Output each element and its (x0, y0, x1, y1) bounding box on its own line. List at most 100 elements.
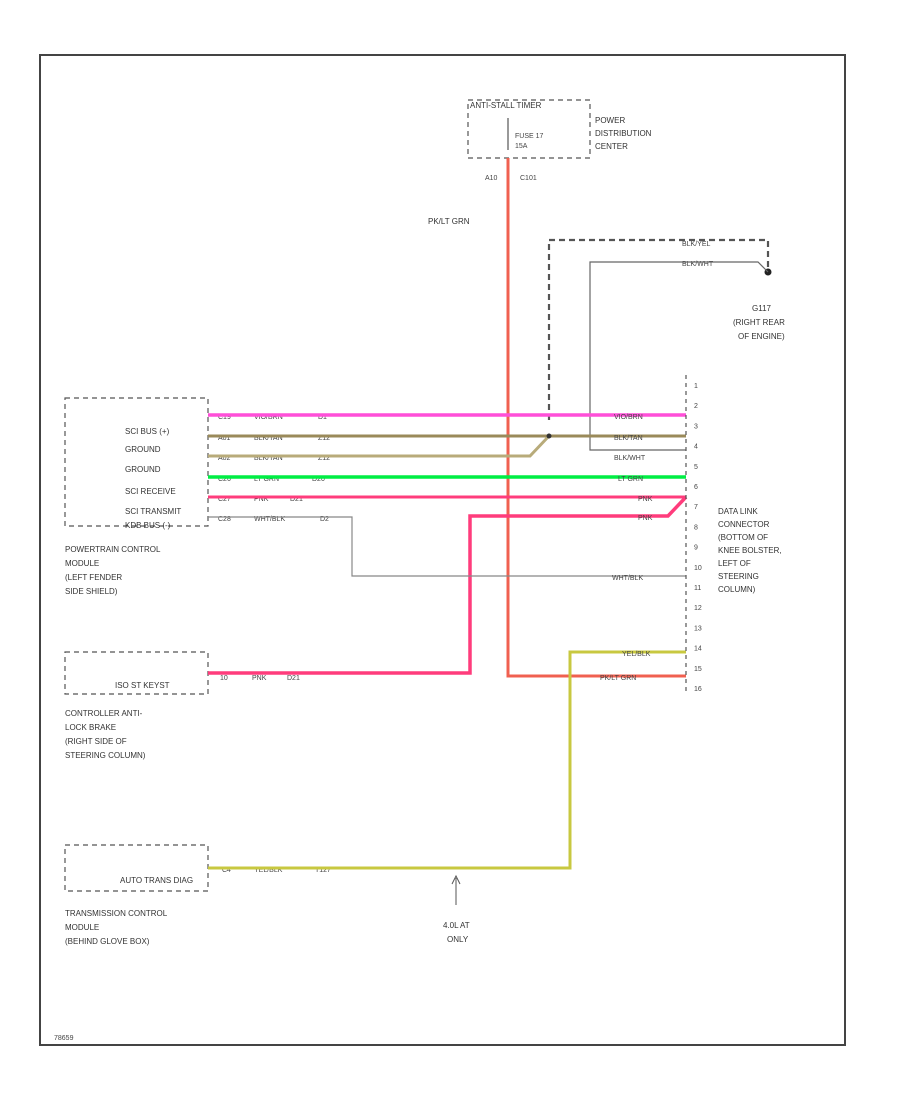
pcm-pin-label: GROUND (125, 445, 161, 454)
dlc-pin-1: 1 (694, 383, 698, 390)
dlc-wire-label: WHT/BLK (612, 575, 643, 582)
wire-wht-blk (208, 516, 686, 577)
ground-shield-dashed-wire (547, 238, 770, 420)
pcm-wire-color: LT GRN (254, 476, 279, 483)
pcm-wire-color: WHT/BLK (254, 516, 285, 523)
dlc-wire-label: LT GRN (618, 476, 643, 483)
pcm-pin-label: SCI BUS (+) (125, 427, 170, 436)
dlc-pin-6: 6 (694, 484, 698, 491)
dlc-pin-5: 5 (694, 464, 698, 471)
wire-yel-blk (208, 650, 686, 870)
pcm-pin-label: KDB BUS (-) (125, 521, 171, 530)
pcm-wire-circuit: Z12 (318, 455, 330, 462)
dlc-pin-4: 4 (694, 444, 698, 451)
dlc-pin-11: 11 (694, 585, 701, 592)
dlc-desc-line-7: COLUMN) (718, 585, 756, 594)
dlc-wire-labels: VIO/BRN BLK/TAN BLK/WHT LT GRN PNK PNK W… (600, 414, 653, 682)
abs-wire-pin: 10 (220, 675, 228, 682)
dlc-desc-line-4: KNEE BOLSTER, (718, 546, 782, 555)
pcm-wire-color: VIO/BRN (254, 414, 283, 421)
pcm-wire-pin: C28 (218, 516, 231, 523)
abs-pin-label: ISO ST KEYST (115, 681, 170, 690)
wire-blk-tan-2 (208, 434, 551, 458)
pcm-wire-circuit: D21 (290, 496, 303, 503)
dlc-desc-line-2: CONNECTOR (718, 520, 770, 529)
power-wire-label: PK/LT GRN (428, 217, 470, 226)
pcm-wire-pin: A01 (218, 435, 231, 442)
abs-desc-line-4: STEERING COLUMN) (65, 751, 146, 760)
ground-splice-dot (546, 433, 552, 439)
dlc-pin-16: 16 (694, 686, 702, 693)
dlc-pin-10: 10 (694, 565, 702, 572)
dlc-pin-14: 14 (694, 646, 702, 653)
dlc-wire-label: VIO/BRN (614, 414, 643, 421)
pcm-wire-circuit: D1 (318, 414, 327, 421)
note-line-1: 4.0L AT (443, 921, 470, 930)
tcm-desc-line-1: TRANSMISSION CONTROL (65, 909, 168, 918)
pcm-desc-line-3: (LEFT FENDER (65, 573, 122, 582)
abs-desc-line-1: CONTROLLER ANTI- (65, 709, 143, 718)
dlc-pin-15: 15 (694, 666, 702, 673)
abs-desc-line-2: LOCK BRAKE (65, 723, 116, 732)
dlc-pin-8: 8 (694, 524, 698, 531)
dlc-pin-3: 3 (694, 423, 698, 430)
pcm-wire-color: PNK (254, 496, 269, 503)
pcm-desc-line-1: POWERTRAIN CONTROL (65, 545, 161, 554)
pcm-pin-label: SCI RECEIVE (125, 487, 176, 496)
pcm-pin-label: GROUND (125, 465, 161, 474)
tcm-wire-color: YEL/BLK (254, 867, 283, 874)
pcm-desc-line-2: MODULE (65, 559, 99, 568)
pcm-wire-circuit: D20 (312, 476, 325, 483)
pcm-wire-pin: C19 (218, 414, 231, 421)
note-arrow-head (451, 874, 461, 885)
dlc-wire-label: BLK/WHT (614, 455, 646, 462)
dlc-pin-2: 2 (694, 403, 698, 410)
ground-id: G117 (752, 304, 772, 313)
abs-wire-circuit: D21 (287, 675, 300, 682)
pcm-wire-circuit: D2 (320, 516, 329, 523)
ground-wire-label: BLK/WHT (682, 261, 714, 268)
fuse-terminal-a: A10 (485, 175, 498, 182)
fuse-label: FUSE 17 (515, 133, 544, 140)
tcm-wire-pin: C4 (222, 867, 231, 874)
dlc-wire-label: PK/LT GRN (600, 675, 636, 682)
tcm-pin-label: AUTO TRANS DIAG (120, 876, 193, 885)
pcm-desc-line-4: SIDE SHIELD) (65, 587, 118, 596)
pcm-wire-pin: A02 (218, 455, 231, 462)
dlc-wire-label: YEL/BLK (622, 651, 651, 658)
pcm-pin-label: SCI TRANSMIT (125, 507, 181, 516)
pcm-wire-labels: C19 VIO/BRN D1 A01 BLK/TAN Z12 A02 BLK/T… (218, 414, 330, 523)
wire-pnk-abs (208, 495, 688, 675)
pcm-wire-pin: C27 (218, 496, 231, 503)
dlc-wire-label: PNK (638, 496, 653, 503)
pcm-wire-circuit: Z12 (318, 435, 330, 442)
figure-id: 78659 (54, 1035, 74, 1042)
dlc-desc-line-5: LEFT OF (718, 559, 751, 568)
pcm-wire-pin: C26 (218, 476, 231, 483)
fuse-box-label: ANTI-STALL TIMER (470, 101, 542, 110)
pcm-wire-color: BLK/TAN (254, 435, 283, 442)
abs-wire-color: PNK (252, 675, 267, 682)
pcm-box (64, 397, 209, 527)
tcm-desc-line-2: MODULE (65, 923, 99, 932)
ground-desc-line-2: OF ENGINE) (738, 332, 785, 341)
pdc-desc-line-2: DISTRIBUTION (595, 129, 652, 138)
dlc-pin-13: 13 (694, 625, 702, 632)
tcm-wire-circuit: T127 (315, 867, 331, 874)
pdc-desc-line-1: POWER (595, 116, 625, 125)
diagram-frame (39, 54, 846, 1046)
dlc-desc-line-6: STEERING (718, 572, 759, 581)
wire-blk-wht (589, 261, 769, 451)
dlc-wire-label: BLK/TAN (614, 435, 643, 442)
tcm-desc-line-3: (BEHIND GLOVE BOX) (65, 937, 150, 946)
abs-desc-line-3: (RIGHT SIDE OF (65, 737, 127, 746)
dlc-pin-9: 9 (694, 545, 698, 552)
pcm-wire-color: BLK/TAN (254, 455, 283, 462)
dlc-desc-line-1: DATA LINK (718, 507, 758, 516)
dlc-pin-12: 12 (694, 605, 702, 612)
fuse-rating: 15A (515, 143, 528, 150)
pdc-desc-line-3: CENTER (595, 142, 628, 151)
ground-top-label: BLK/YEL (682, 241, 711, 248)
